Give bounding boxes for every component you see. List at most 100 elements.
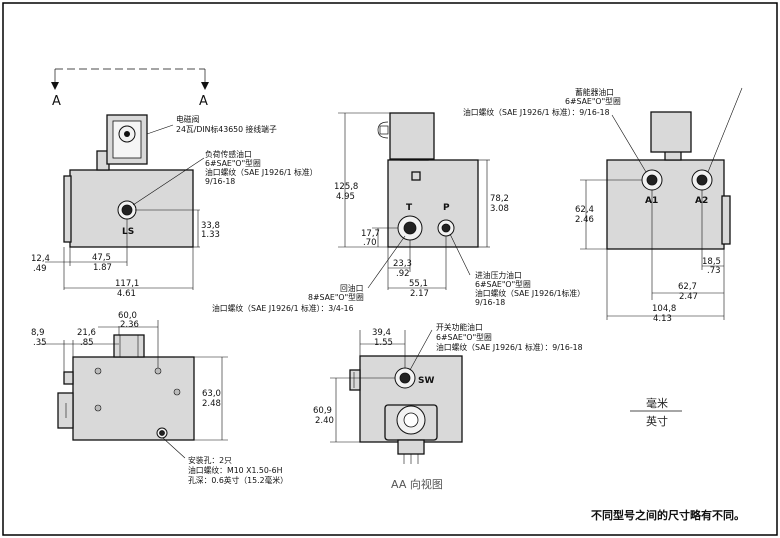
ls-note-2: 6#SAE"O"型圈: [205, 159, 261, 168]
sw-label: SW: [418, 376, 434, 386]
ls-note-3: 油口螺纹（SAE J1926/1 标准）: [205, 167, 317, 177]
pressure-note-3: 油口螺纹（SAE J1926/1标准）: [475, 288, 585, 298]
accumulator-note-1: 蓄能器油口: [575, 87, 614, 97]
switch-note-3: 油口螺纹（SAE J1926/1 标准）：9/16-18: [436, 342, 583, 352]
top-plug-2: [57, 392, 74, 429]
solenoid-note-2: 24瓦/DIN标43650 接线端子: [176, 124, 277, 134]
side-port-h-mm: 17,7: [361, 229, 380, 239]
switch-note-2: 6#SAE"O"型圈: [436, 333, 492, 342]
front-port-h-mm: 33,8: [201, 221, 220, 231]
side-body-h-mm: 78,2: [490, 194, 509, 204]
front-port-x-in: 1.87: [93, 263, 112, 273]
aa-h-mm: 60,9: [313, 406, 332, 416]
mount-note-1: 安装孔：2只: [188, 455, 232, 465]
top-depth-mm: 63,0: [202, 389, 221, 399]
accumulator-note-3: 油口螺纹（SAE J1926/1 标准）：9/16-18: [463, 107, 610, 117]
switch-note-1: 开关功能油口: [436, 322, 483, 332]
top-conn-mm: 21,6: [77, 328, 96, 338]
accumulator-note-2: 6#SAE"O"型圈: [565, 97, 621, 106]
mount-leader: [162, 437, 186, 459]
right-port-h-mm: 62,4: [575, 205, 594, 215]
mount-hole-inner: [159, 430, 165, 436]
right-a1-x-in: 2.47: [679, 292, 698, 302]
front-side-plug: [63, 175, 72, 243]
aa-h-in: 2.40: [315, 416, 334, 426]
side-view: T P 125,8 4.95 78,2 3.08 17,7 .70 23,3 .…: [212, 112, 585, 313]
a1-port-inner: [646, 174, 658, 186]
pressure-note-1: 进油压力油口: [475, 270, 522, 280]
a2-label: A2: [695, 196, 708, 206]
ls-note-4: 9/16-18: [205, 177, 235, 186]
top-hole-2: [154, 367, 162, 375]
front-port-h-in: 1.33: [201, 230, 220, 240]
top-depth-in: 2.48: [202, 399, 221, 409]
sw-port-inner: [399, 372, 411, 384]
section-marker: A A: [51, 68, 209, 109]
solenoid-note-1: 电磁阀: [176, 114, 200, 124]
right-width-mm: 104,8: [652, 304, 676, 314]
t-label: T: [406, 203, 413, 213]
top-valve-body: [72, 356, 195, 441]
front-left-offset-mm: 12,4: [31, 254, 50, 264]
ls-port-inner: [121, 204, 133, 216]
pressure-leader: [449, 233, 471, 276]
p-label: P: [443, 203, 450, 213]
top-hole-1: [94, 367, 102, 375]
ls-label: LS: [122, 227, 134, 237]
ls-leader: [132, 157, 205, 206]
right-offset-in: .73: [707, 266, 721, 276]
front-width-in: 4.61: [117, 289, 136, 299]
return-leader: [367, 235, 406, 289]
side-p-x-in: 2.17: [410, 289, 429, 299]
aa-connector: [397, 439, 425, 455]
side-height-mm: 125,8: [334, 182, 358, 192]
unit-inch: 英寸: [646, 414, 668, 428]
top-edge-mm: 8,9: [31, 328, 45, 338]
side-t-x-in: .92: [396, 269, 410, 279]
top-edge-in: .35: [33, 338, 47, 348]
aa-view-caption: AA 向视图: [391, 477, 443, 491]
front-width-mm: 117,1: [115, 279, 139, 289]
unit-mm: 毫米: [646, 396, 668, 410]
a2-port-inner: [696, 174, 708, 186]
side-port-h-in: .70: [363, 238, 377, 248]
top-plug-1: [63, 371, 74, 385]
return-note-2: 8#SAE"O"型圈: [308, 293, 364, 302]
solenoid-leader: [146, 124, 174, 135]
p-port-inner: [441, 223, 451, 233]
ls-note-1: 负荷传感油口: [205, 149, 252, 159]
front-view: LS 电磁阀 24瓦/DIN标43650 接线端子 负荷传感油口 6#SAE"O…: [31, 114, 317, 299]
top-view: 8,9 .35 21,6 .85 60,0 2.36 63,0 2.48 安装孔…: [31, 311, 288, 485]
side-height-in: 4.95: [336, 192, 355, 202]
mount-note-2: 油口螺纹：M10 X1.50-6H: [188, 465, 283, 475]
pressure-note-4: 9/16-18: [475, 298, 505, 307]
accumulator-leader-a1: [611, 114, 647, 173]
switch-leader: [409, 329, 433, 371]
top-hole-in: 2.36: [120, 320, 139, 330]
t-port-inner: [403, 221, 417, 235]
return-note-1: 回油口: [340, 283, 363, 293]
top-hole-mm: 60,0: [118, 311, 137, 321]
right-side-plug: [721, 195, 731, 245]
mount-note-3: 孔深：0.6英寸（15.2毫米）: [188, 475, 288, 485]
footer-note: 不同型号之间的尺寸略有不同。: [591, 508, 745, 522]
return-note-3: 油口螺纹（SAE J1926/1 标准）：3/4-16: [212, 303, 354, 313]
side-body-h-in: 3.08: [490, 204, 509, 214]
units-legend: 毫米 英寸: [630, 396, 682, 428]
right-view: A1 A2 蓄能器油口 6#SAE"O"型圈 油口螺纹（SAE J1926/1 …: [463, 87, 743, 324]
aa-w-mm: 39,4: [372, 328, 391, 338]
right-a1-x-mm: 62,7: [678, 282, 697, 292]
right-offset-mm: 18,5: [702, 257, 721, 267]
top-hole-3: [94, 404, 102, 412]
aa-view: SW 39,4 1.55 60,9 2.40 开关功能油口 6#SAE"O"型圈…: [313, 322, 583, 491]
section-marker-right: A: [199, 94, 208, 109]
section-marker-left: A: [52, 94, 61, 109]
top-connector: [113, 334, 145, 358]
aa-plug: [349, 369, 361, 391]
side-solenoid-coil: [389, 112, 435, 160]
accumulator-leader-a2: [707, 87, 743, 173]
pressure-note-2: 6#SAE"O"型圈: [475, 280, 531, 289]
top-hole-4: [173, 388, 181, 396]
